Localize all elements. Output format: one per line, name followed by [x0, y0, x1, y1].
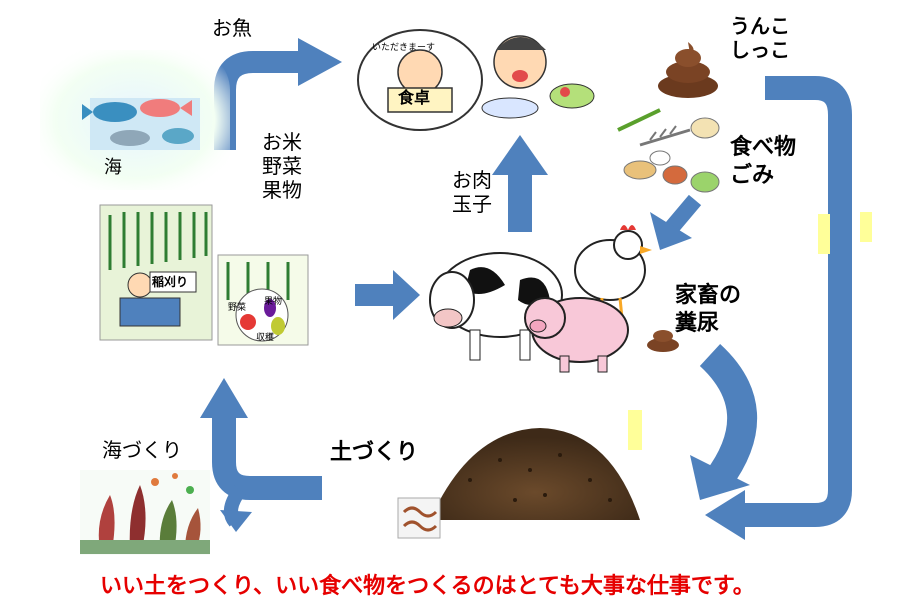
veg-sign-1: 野菜: [228, 303, 247, 313]
arrow-livestock-to-table: [492, 135, 548, 232]
soil-pile-illustration: [397, 428, 640, 539]
veg-sign-2: 果物: [264, 297, 283, 307]
table-banner: いただきまーす: [372, 43, 436, 53]
veg-sign-3: 収穫: [256, 333, 275, 343]
seaweed-illustration: [80, 470, 210, 555]
arrow-excreta-loop: [705, 76, 852, 540]
manure-icon: [647, 330, 679, 352]
label-meat-eggs: お肉 玉子: [452, 168, 492, 216]
dining-table-illustration: [357, 29, 595, 131]
label-sea-making: 海づくり: [102, 438, 182, 462]
label-fish: お魚: [212, 16, 252, 40]
label-excreta: うんこ しっこ: [730, 14, 790, 62]
label-manure: 家畜の 糞尿: [675, 283, 742, 336]
highlight-mark: [818, 214, 830, 254]
highlight-mark: [628, 410, 642, 450]
poop-icon: [658, 42, 718, 98]
label-food-waste: 食べ物 ごみ: [730, 135, 797, 188]
vegetable-harvest-illustration: [217, 254, 309, 346]
sea-fish-illustration: [40, 50, 230, 190]
food-waste-illustration: [617, 108, 720, 193]
arrow-manure-to-soil: [690, 343, 758, 500]
livestock-illustration: [429, 225, 652, 373]
table-sign: 食卓: [398, 88, 431, 107]
arrow-crops-to-livestock: [355, 270, 420, 320]
label-soil-making: 土づくり: [330, 440, 419, 465]
arrow-waste-to-livestock: [650, 194, 702, 250]
arrow-soil-to-sea-making: [200, 378, 322, 532]
label-crops: お米 野菜 果物: [262, 130, 302, 202]
rice-harvest-illustration: [99, 204, 213, 341]
bottom-caption: いい土をつくり、いい食べ物をつくるのはとても大事な仕事です。: [100, 574, 755, 599]
highlight-mark: [860, 212, 872, 242]
label-sea: 海: [104, 157, 122, 178]
harvest-sign: 稲刈り: [152, 275, 189, 289]
